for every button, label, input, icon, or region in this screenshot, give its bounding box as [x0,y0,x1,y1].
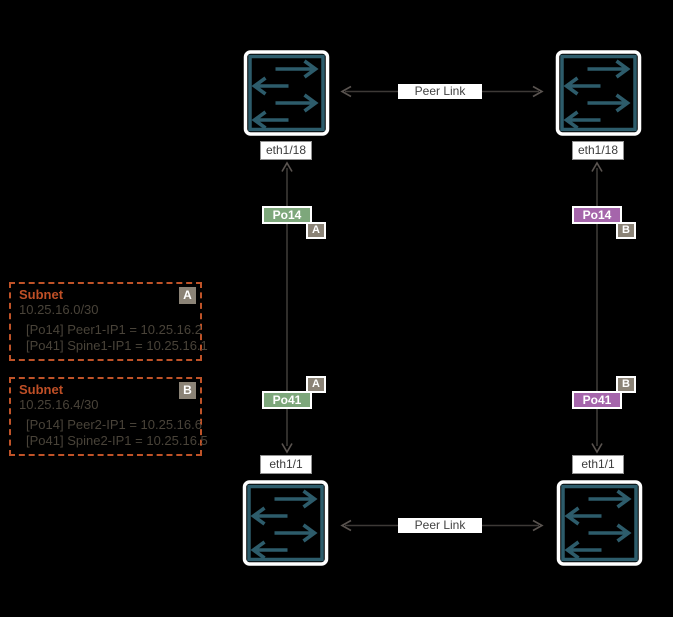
subnet-b-badge: B [179,382,196,399]
po-label-left-po14: Po14 [262,206,312,224]
subnet-a-cidr: 10.25.16.0/30 [19,302,99,317]
switch-icon [556,480,643,566]
subnet-a-badge: A [179,287,196,304]
subnet-a-line-1: [Po14] Peer1-IP1 = 10.25.16.2 [26,322,202,337]
subnet-box-b: B Subnet 10.25.16.4/30 [Po14] Peer2-IP1 … [9,377,208,456]
peer-link-top-label: Peer Link [398,84,482,99]
switch-icon [242,480,329,566]
subnet-b-line-2: [Po41] Spine2-IP1 = 10.25.16.5 [26,433,208,448]
subnet-box-a: A Subnet 10.25.16.0/30 [Po14] Peer1-IP1 … [9,282,208,361]
switch-bottom-right [556,480,643,566]
peer-link-bottom-label: Peer Link [398,518,482,533]
switch-top-right [555,50,642,136]
switch-icon [555,50,642,136]
subnet-b-line-1: [Po14] Peer2-IP1 = 10.25.16.6 [26,417,202,432]
switch-top-left [243,50,330,136]
switch-icon [243,50,330,136]
subnet-b-title: Subnet [19,382,64,397]
switch-bottom-left [242,480,329,566]
subnet-a-line-2: [Po41] Spine1-IP1 = 10.25.16.1 [26,338,208,353]
badge-right-po41: B [616,376,636,393]
po-label-right-po14: Po14 [572,206,622,224]
badge-right-po14: B [616,222,636,239]
badge-left-po41: A [306,376,326,393]
subnet-b-cidr: 10.25.16.4/30 [19,397,99,412]
eth-label-bottom-right: eth1/1 [572,455,624,474]
po-label-left-po41: Po41 [262,391,312,409]
eth-label-bottom-left: eth1/1 [260,455,312,474]
badge-left-po14: A [306,222,326,239]
po-label-right-po41: Po41 [572,391,622,409]
eth-label-top-left: eth1/18 [260,141,312,160]
subnet-a-title: Subnet [19,287,64,302]
eth-label-top-right: eth1/18 [572,141,624,160]
